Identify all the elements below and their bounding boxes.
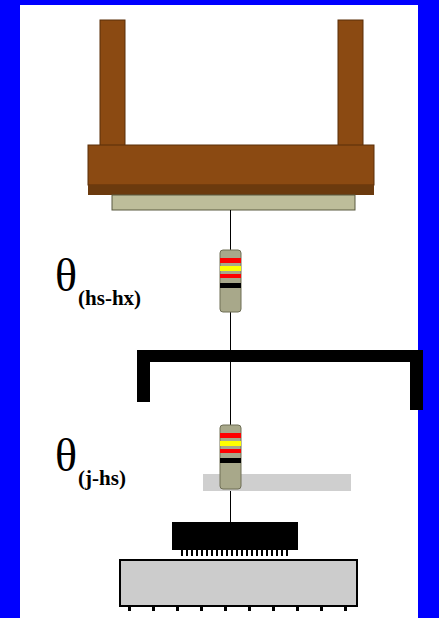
ic-chip: [172, 522, 298, 556]
bracket: [137, 350, 423, 410]
theta-symbol: θ: [55, 433, 77, 479]
resistor-symbol: [220, 250, 241, 312]
subscript-label: (j-hs): [78, 468, 126, 489]
heatsink: [88, 20, 374, 210]
circuit-board: [120, 560, 357, 611]
white-panel: [20, 5, 418, 618]
resistor-symbol: [220, 425, 241, 489]
subscript-label: (hs-hx): [78, 288, 141, 309]
theta-symbol: θ: [55, 253, 77, 299]
